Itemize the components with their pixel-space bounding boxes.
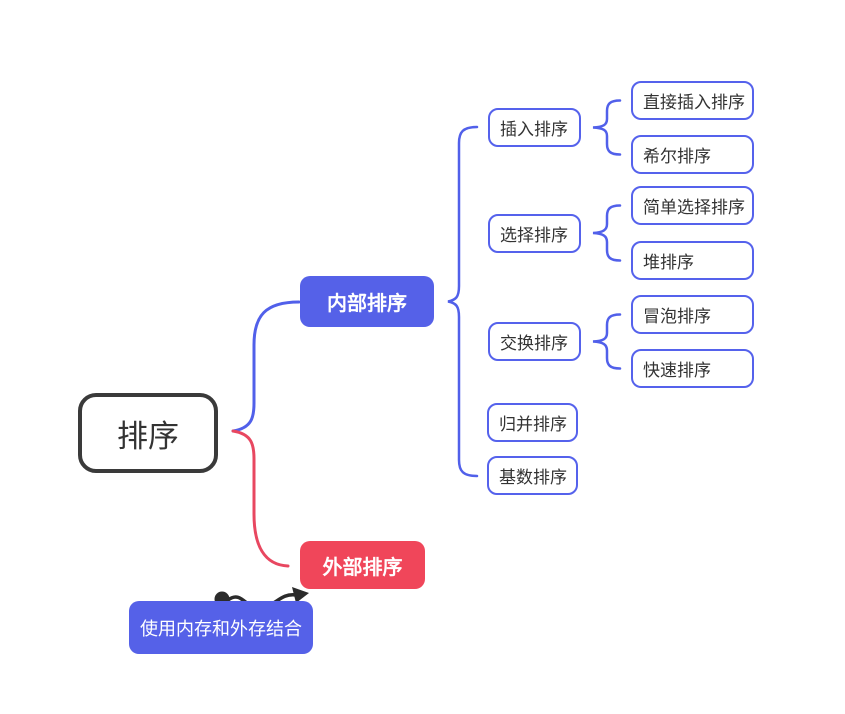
node-direct-insertion-sort[interactable]: 直接插入排序	[631, 81, 754, 120]
node-quick-sort[interactable]: 快速排序	[631, 349, 754, 388]
brace-internal-children	[447, 125, 479, 478]
node-root-sort[interactable]: 排序	[78, 393, 218, 473]
note-arrowhead-icon	[292, 587, 309, 603]
node-radix-sort[interactable]: 基数排序	[487, 456, 578, 495]
node-selection-sort[interactable]: 选择排序	[488, 214, 581, 253]
node-exchange-sort[interactable]: 交换排序	[488, 322, 581, 361]
brace-exchange-children	[592, 313, 622, 370]
node-simple-selection-sort[interactable]: 简单选择排序	[631, 186, 754, 225]
node-bubble-sort[interactable]: 冒泡排序	[631, 295, 754, 334]
brace-insertion-children	[592, 99, 622, 156]
node-heap-sort[interactable]: 堆排序	[631, 241, 754, 280]
node-external-sort-note[interactable]: 使用内存和外存结合	[129, 601, 313, 654]
connector-root-external	[231, 429, 290, 568]
node-external-sort[interactable]: 外部排序	[300, 541, 425, 589]
brace-selection-children	[592, 204, 622, 262]
node-shell-sort[interactable]: 希尔排序	[631, 135, 754, 174]
node-insertion-sort[interactable]: 插入排序	[488, 108, 581, 147]
node-merge-sort[interactable]: 归并排序	[487, 403, 578, 442]
connector-root-internal	[231, 300, 301, 433]
node-internal-sort[interactable]: 内部排序	[300, 276, 434, 327]
